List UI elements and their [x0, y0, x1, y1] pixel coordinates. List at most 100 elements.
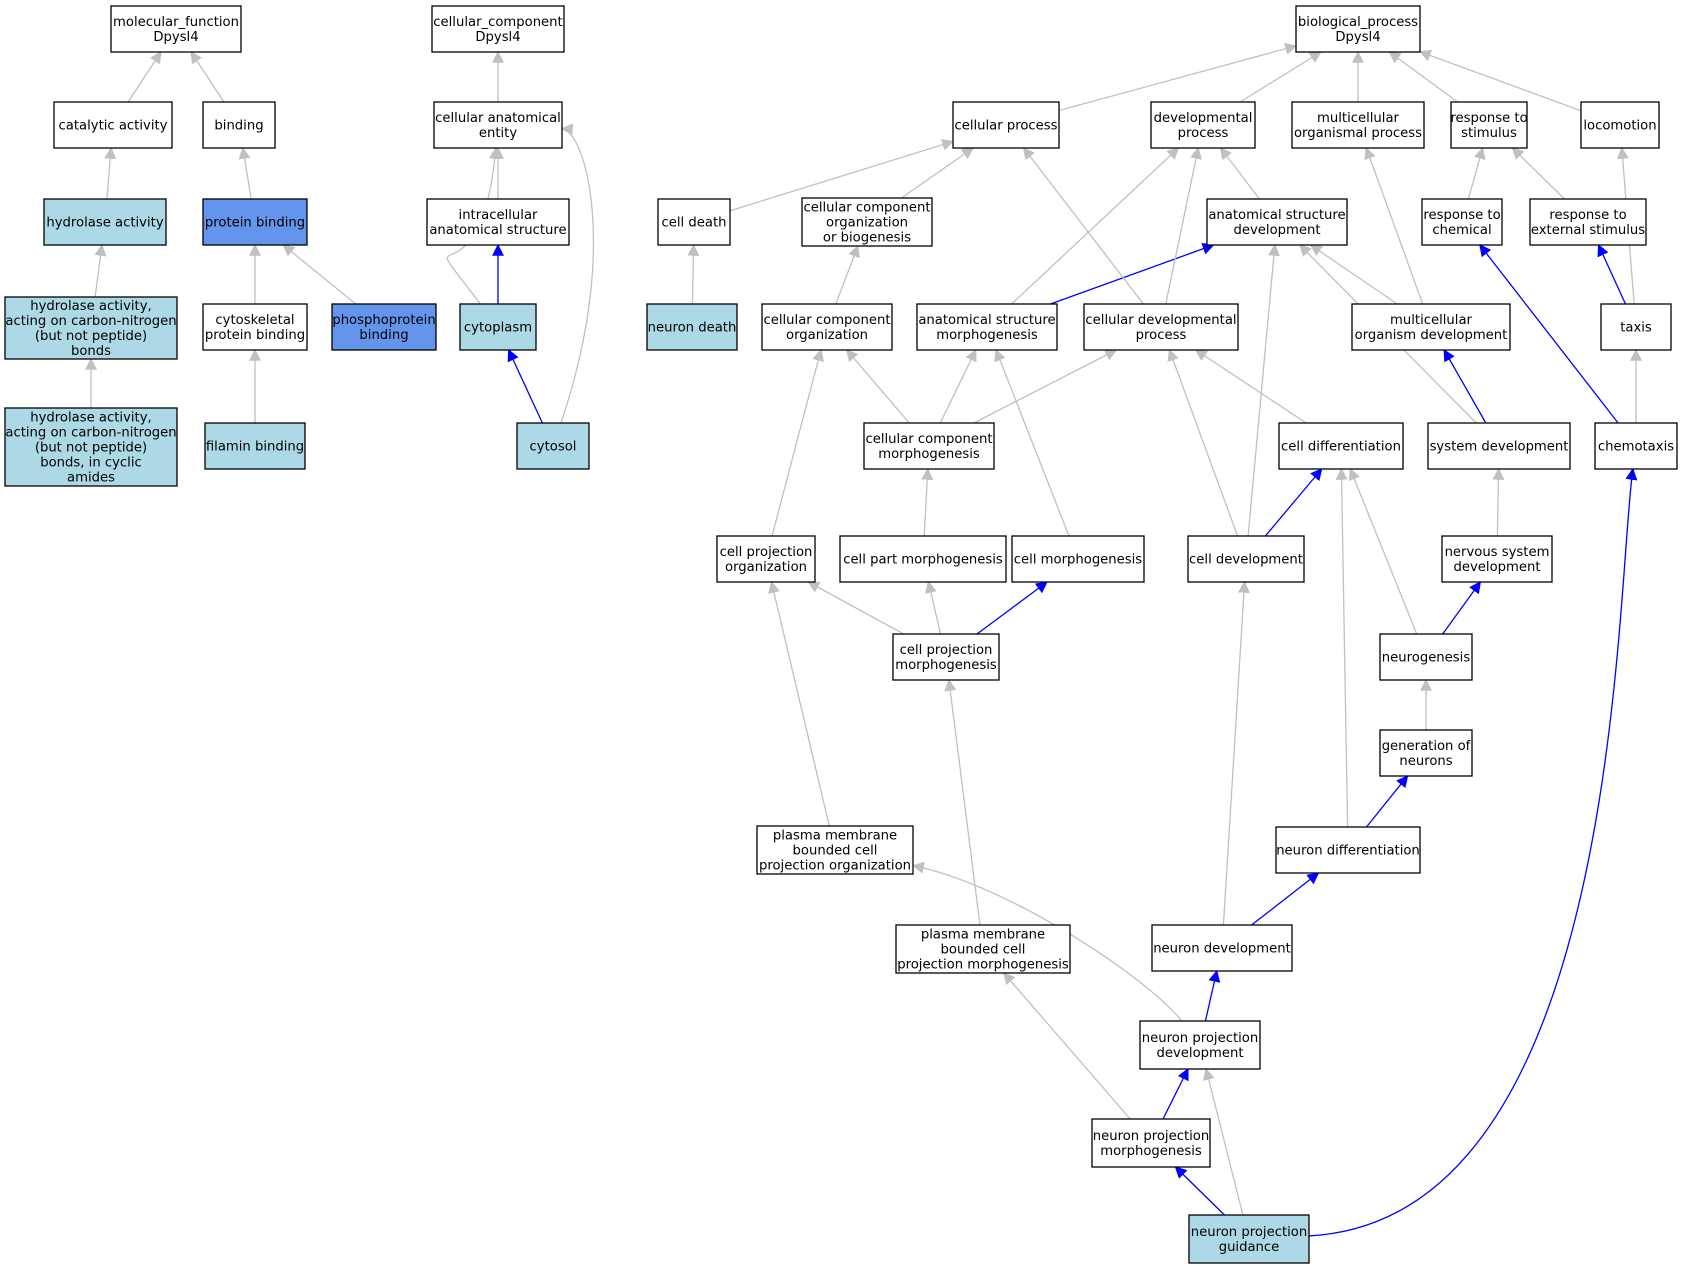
node-cell_dev[interactable]: cell development: [1187, 535, 1305, 583]
edge-npg-to-chemotaxis: [1308, 467, 1638, 1237]
node-label: response to: [1549, 208, 1626, 223]
node-neurogenesis[interactable]: neurogenesis: [1379, 633, 1473, 681]
node-box: [895, 924, 1071, 974]
node-label: catalytic activity: [59, 119, 168, 134]
node-hydrolase[interactable]: hydrolase activity: [43, 198, 167, 246]
node-binding[interactable]: binding: [202, 101, 276, 149]
node-label: cytoskeletal: [215, 313, 294, 328]
node-label: binding: [214, 119, 263, 134]
edge-cpmorph-to-cell_morph: [976, 581, 1048, 635]
edge-cytosol-to-cae: [560, 123, 595, 424]
node-sys_dev[interactable]: system development: [1427, 422, 1571, 470]
edge-asm-to-dev_process: [1011, 147, 1180, 305]
node-box: [1187, 535, 1305, 583]
node-label: amides: [67, 471, 115, 486]
node-label: multicellular: [1317, 111, 1399, 126]
node-label: Dpysl4: [475, 30, 520, 45]
node-box: [1427, 422, 1571, 470]
node-catalytic[interactable]: catalytic activity: [53, 101, 173, 149]
node-box: [1379, 633, 1473, 681]
node-label: response to: [1450, 111, 1527, 126]
edge-sys_dev-to-mod: [1443, 348, 1487, 424]
node-label: development: [1234, 223, 1321, 238]
edge-npd-to-neuron_dev: [1204, 969, 1221, 1022]
node-neuron_death[interactable]: neuron death: [646, 303, 738, 351]
node-label: cellular component: [763, 313, 890, 328]
node-box: [1011, 535, 1145, 583]
edge-mod-to-multi_proc: [1364, 146, 1424, 305]
edge-pmbcpm-to-cpmorph: [944, 678, 981, 926]
node-label: bonds, in cyclic: [40, 456, 142, 471]
node-label: (but not peptide): [35, 441, 147, 456]
edge-ccm-to-asm: [939, 348, 977, 424]
node-neuron_diff[interactable]: neuron differentiation: [1275, 826, 1421, 874]
node-filamin[interactable]: filamin binding: [204, 422, 306, 470]
node-cell_diff[interactable]: cell differentiation: [1278, 422, 1404, 470]
node-label: guidance: [1219, 1240, 1280, 1255]
node-taxis[interactable]: taxis: [1600, 303, 1672, 351]
node-box: [1150, 101, 1256, 149]
node-locomotion[interactable]: locomotion: [1580, 101, 1660, 149]
node-label: cellular_component: [433, 15, 562, 30]
node-cpm_part[interactable]: cell part morphogenesis: [839, 535, 1007, 583]
node-hydro_cyclic[interactable]: hydrolase activity,acting on carbon-nitr…: [4, 407, 178, 487]
node-neuron_dev[interactable]: neuron development: [1151, 924, 1293, 972]
node-label: cell death: [662, 216, 727, 231]
node-box: [916, 303, 1058, 351]
edge-neuron_dev-to-cell_dev: [1222, 580, 1250, 926]
node-cell_morph[interactable]: cell morphogenesis: [1011, 535, 1145, 583]
node-protein_binding[interactable]: protein binding: [202, 198, 308, 246]
node-label: neuron projection: [1142, 1031, 1258, 1046]
edge-npg-to-npm: [1174, 1166, 1225, 1216]
node-chemotaxis[interactable]: chemotaxis: [1594, 422, 1678, 470]
edge-protein_binding-to-binding: [238, 146, 252, 200]
node-box: [1139, 1020, 1261, 1070]
node-label: nervous system: [1445, 545, 1550, 560]
node-hydro_cn[interactable]: hydrolase activity,acting on carbon-nitr…: [4, 296, 178, 360]
edge-chemotaxis-to-resp_chem: [1479, 244, 1619, 424]
node-cytosol[interactable]: cytosol: [516, 422, 590, 470]
node-label: projection morphogenesis: [897, 958, 1069, 973]
node-label: external stimulus: [1531, 223, 1645, 238]
node-label: bonds: [71, 344, 111, 359]
node-box: [761, 303, 893, 351]
edge-npm-to-pmbcpm: [1002, 972, 1131, 1120]
node-cell_death[interactable]: cell death: [657, 198, 731, 246]
node-box: [1441, 535, 1553, 583]
node-cytoplasm[interactable]: cytoplasm: [459, 303, 537, 351]
node-label: chemotaxis: [1598, 440, 1674, 455]
node-label: acting on carbon-nitrogen: [5, 314, 176, 329]
node-box: [801, 197, 933, 247]
edge-cpo-to-cco: [771, 348, 825, 537]
node-label: cell morphogenesis: [1014, 553, 1143, 568]
node-cellular_process[interactable]: cellular process: [952, 101, 1060, 149]
